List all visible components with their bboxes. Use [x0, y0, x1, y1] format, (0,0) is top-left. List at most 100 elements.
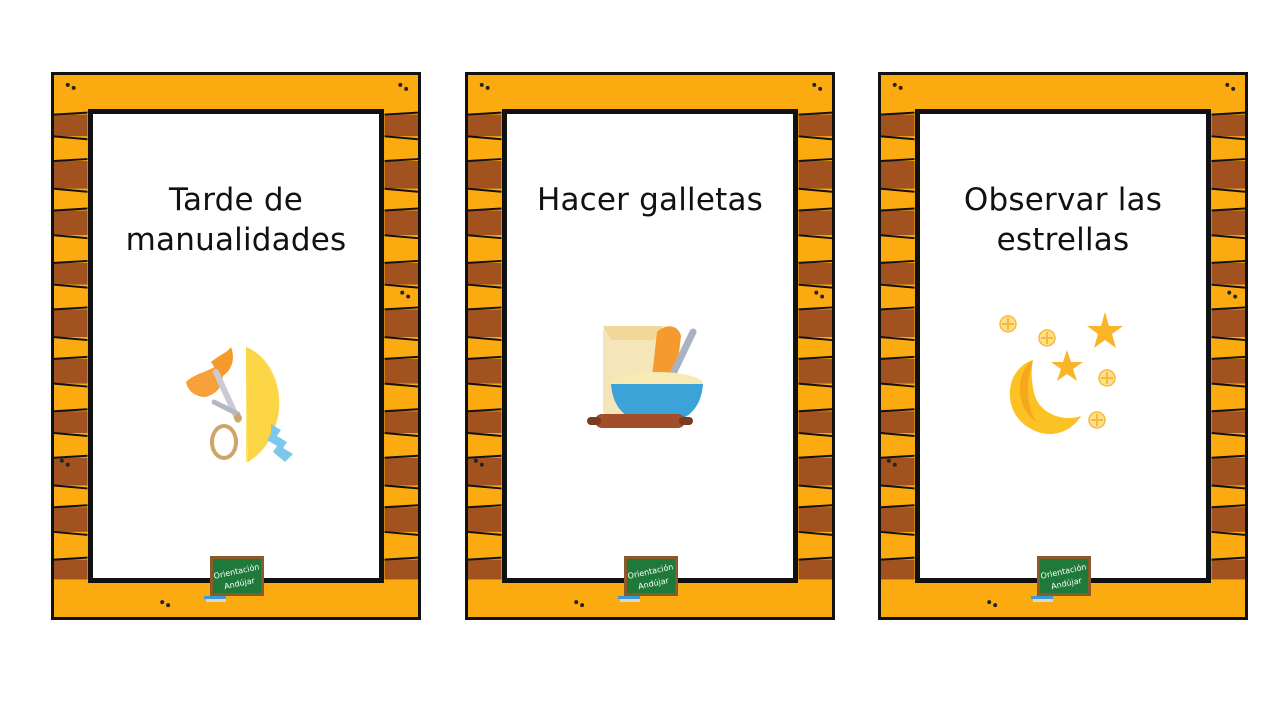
frame-plank — [881, 136, 915, 162]
frame-plank-edge — [881, 111, 915, 116]
frame-plank-edge — [1211, 530, 1245, 536]
frame-plank-edge — [1211, 158, 1245, 163]
frame-plank — [881, 457, 915, 486]
frame-plank — [798, 433, 832, 458]
frame-plank-edge — [384, 306, 418, 311]
frame-plank — [798, 262, 832, 285]
baking-bowl-whisk-icon — [587, 326, 703, 428]
frame-plank — [384, 383, 418, 412]
frame-plank-edge — [1211, 259, 1245, 264]
frame-plank — [54, 485, 88, 508]
frame-plank — [468, 457, 502, 486]
frame-plank-edge — [384, 135, 418, 141]
frame-plank-edge — [881, 530, 915, 536]
frame-plank — [1211, 136, 1245, 162]
frame-plank-edge — [468, 207, 502, 212]
frame-plank — [881, 210, 915, 236]
frame-plank-edge — [468, 336, 502, 342]
orientacion-andujar-logo: Orientación Andújar — [1031, 556, 1091, 602]
frame-plank — [384, 188, 418, 211]
frame-plank-edge — [384, 111, 418, 116]
frame-plank — [881, 114, 915, 137]
frame-plank-edge — [798, 530, 832, 536]
frame-plank — [384, 433, 418, 458]
frame-plank — [1211, 358, 1245, 384]
frame-plank-edge — [468, 504, 502, 509]
frame-plank-edge — [468, 382, 502, 388]
frame-plank — [1211, 411, 1245, 434]
frame-plank — [798, 284, 832, 310]
frame-plank — [54, 262, 88, 285]
card-title: Hacer galletas — [536, 182, 764, 218]
frame-plank — [1211, 188, 1245, 211]
card-panel: Observar las estrellas Orientación Andúj… — [915, 109, 1211, 602]
frame-plank — [384, 210, 418, 236]
frame-plank-edge — [384, 355, 418, 360]
orientacion-andujar-logo: Orientación Andújar — [618, 556, 678, 602]
frame-plank — [1211, 507, 1245, 532]
frame-plank — [468, 358, 502, 384]
frame-plank — [468, 337, 502, 359]
frame-plank — [798, 114, 832, 137]
frame-plank-edge — [881, 336, 915, 342]
frame-plank — [384, 531, 418, 560]
frame-plank — [1211, 485, 1245, 508]
frame-plank-edge — [798, 111, 832, 116]
frame-plank-edge — [881, 432, 915, 437]
frame-plank — [468, 210, 502, 236]
frame-plank — [881, 531, 915, 560]
frame-plank — [468, 188, 502, 211]
frame-plank-edge — [881, 283, 915, 289]
frame-plank — [468, 559, 502, 580]
activity-card-stars: Observar las estrellas Orientación Andúj… — [878, 72, 1248, 620]
frame-plank — [798, 507, 832, 532]
frame-plank-edge — [1211, 382, 1245, 388]
frame-plank — [881, 433, 915, 458]
frame-plank — [1211, 235, 1245, 263]
frame-plank-edge — [54, 556, 88, 561]
frame-plank — [881, 161, 915, 189]
frame-plank — [798, 161, 832, 189]
frame-plank-edge — [881, 207, 915, 212]
frame-plank-edge — [54, 187, 88, 193]
frame-plank-edge — [54, 336, 88, 342]
frame-plank-edge — [384, 187, 418, 193]
frame-plank-edge — [384, 504, 418, 509]
frame-plank-edge — [798, 484, 832, 490]
frame-plank — [798, 210, 832, 236]
frame-plank-edge — [468, 111, 502, 116]
frame-plank-edge — [1211, 408, 1245, 413]
frame-plank — [1211, 161, 1245, 189]
frame-plank-edge — [384, 382, 418, 388]
frame-plank — [1211, 559, 1245, 580]
frame-plank-edge — [798, 355, 832, 360]
frame-plank — [54, 235, 88, 263]
frame-plank-edge — [384, 484, 418, 490]
frame-plank — [1211, 284, 1245, 310]
frame-plank — [468, 284, 502, 310]
frame-plank — [881, 188, 915, 211]
frame-plank-edge — [798, 207, 832, 212]
frame-plank-edge — [384, 158, 418, 163]
frame-plank-edge — [54, 432, 88, 437]
frame-plank-edge — [881, 234, 915, 240]
frame-plank-edge — [1211, 135, 1245, 141]
frame-plank — [468, 411, 502, 434]
frame-plank-edge — [1211, 207, 1245, 212]
frame-plank — [384, 485, 418, 508]
frame-plank-edge — [384, 530, 418, 536]
frame-plank-edge — [468, 234, 502, 240]
frame-plank-edge — [881, 504, 915, 509]
frame-plank-edge — [881, 454, 915, 459]
frame-plank-edge — [1211, 504, 1245, 509]
frame-plank-edge — [881, 158, 915, 163]
frame-plank-edge — [1211, 432, 1245, 437]
frame-plank-edge — [798, 306, 832, 311]
frame-plank — [798, 411, 832, 434]
frame-plank — [881, 309, 915, 338]
frame-plank-edge — [384, 408, 418, 413]
frame-plank — [798, 457, 832, 486]
frame-plank-edge — [384, 432, 418, 437]
frame-plank — [468, 136, 502, 162]
frame-plank-edge — [1211, 111, 1245, 116]
